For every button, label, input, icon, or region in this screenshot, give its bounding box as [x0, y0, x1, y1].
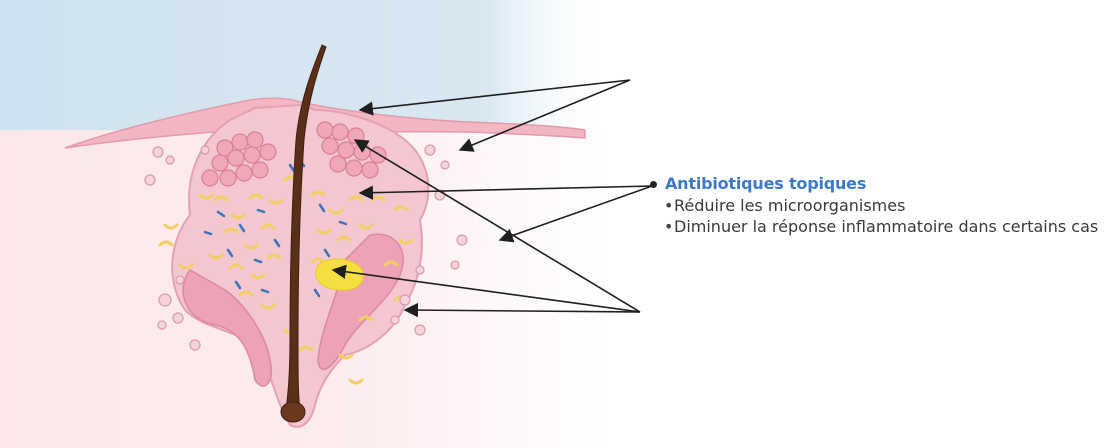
hair-bulb: [281, 402, 305, 422]
legend-item: Réduire les microorganismes: [650, 195, 1110, 216]
pus-deposit: [316, 259, 364, 290]
legend-anchor-dot: [650, 181, 657, 188]
treatment-legend: Antibiotiques topiques Réduire les micro…: [650, 174, 1110, 237]
legend-title: Antibiotiques topiques: [665, 174, 1110, 193]
legend-item: Diminuer la réponse inflammatoire dans c…: [650, 216, 1110, 237]
legend-list: Réduire les microorganismes Diminuer la …: [650, 195, 1110, 237]
